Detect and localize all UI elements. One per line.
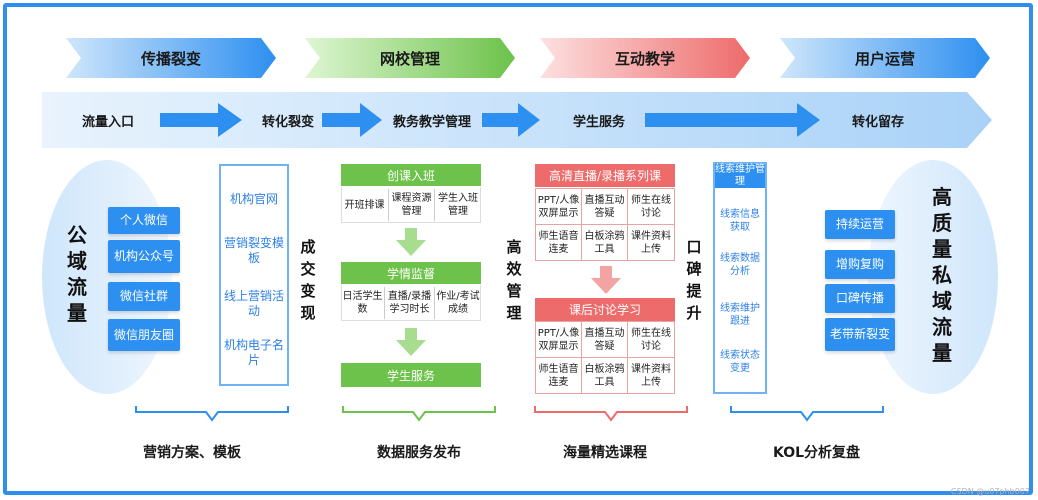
tool-online-campaign: 线上营销活动	[223, 289, 284, 318]
cell-course-resources: 课程资源管理	[389, 189, 435, 221]
grid1-cell-6: 课件资料上传	[627, 224, 675, 261]
brace-4	[730, 406, 884, 422]
grid1-cell-2: 直播互动答疑	[581, 188, 628, 225]
learning-monitor-header: 学情监督	[341, 262, 481, 284]
down-arrow-1	[396, 228, 426, 256]
channel-official-account: 机构公众号	[108, 240, 180, 273]
cell-study-time: 直播/录播学习时长	[385, 287, 435, 319]
stage-label-1: 传播裂变	[140, 49, 201, 68]
grid1-cell-1: PPT/人像双屏显示	[535, 188, 582, 225]
bottom-label-marketing: 营销方案、模板	[143, 445, 241, 461]
cell-scheduling: 开班排课	[341, 189, 389, 221]
cell-exam-scores: 作业/考试成绩	[436, 291, 480, 315]
reputation-title: 口碑提升	[686, 238, 702, 322]
brace-1	[135, 406, 289, 422]
outer-frame	[3, 3, 1033, 495]
stage-chevron-3: 互动教学	[540, 38, 750, 78]
lead-item-3: 线索维护跟进	[720, 303, 760, 327]
ops-continuous: 持续运营	[825, 210, 895, 239]
public-traffic-title: 公域流量	[67, 223, 87, 325]
create-class-row	[341, 187, 481, 223]
flow-arrow-4	[645, 103, 820, 137]
brace-3	[534, 406, 688, 422]
grid2-cell-6: 课件资料上传	[627, 357, 675, 394]
grid2-cell-5: 白板涂鸦工具	[581, 357, 628, 394]
flow-label-3: 教务教学管理	[393, 115, 472, 130]
stage-label-3: 互动教学	[614, 49, 675, 68]
lead-item-1: 线索信息获取	[720, 209, 760, 233]
flow-arrow-3	[482, 103, 540, 137]
lead-item-2: 线索数据分析	[720, 253, 760, 277]
cell-student-enroll: 学生入班管理	[438, 193, 478, 217]
down-arrow-3	[591, 266, 621, 294]
grid2-cell-3: 师生在线讨论	[627, 321, 675, 358]
efficient-management-title: 高效管理	[506, 238, 522, 322]
grid2-cell-2: 直播互动答疑	[581, 321, 628, 358]
conversion-side-title: 成交变现	[300, 238, 316, 322]
grid1-cell-4: 师生语音连麦	[535, 224, 582, 261]
cell-daily-active: 日活学生数	[341, 287, 385, 319]
grid1-cell-3: 师生在线讨论	[627, 188, 675, 225]
live-course-header: 高清直播/录播系列课	[535, 164, 675, 187]
marketing-tools-box	[219, 164, 289, 386]
ops-repurchase: 增购复购	[825, 250, 895, 279]
bottom-label-courses: 海量精选课程	[563, 445, 647, 461]
bottom-label-data-service: 数据服务发布	[377, 445, 461, 461]
flow-label-4: 学生服务	[573, 115, 626, 130]
stage-label-4: 用户运营	[854, 49, 915, 68]
lead-panel	[713, 162, 767, 394]
public-traffic-ellipse	[42, 160, 172, 394]
ops-word-of-mouth: 口碑传播	[825, 284, 895, 313]
grid2-cell-4: 师生语音连麦	[535, 357, 582, 394]
channel-personal-wechat: 个人微信	[108, 207, 180, 234]
student-service-header: 学生服务	[341, 363, 481, 387]
stage-chevron-4: 用户运营	[780, 38, 990, 78]
flow-arrow-1	[160, 103, 242, 137]
tool-digital-card: 机构电子名片	[223, 338, 284, 367]
channel-wechat-group: 微信社群	[108, 282, 180, 311]
flow-arrow-2	[322, 103, 382, 137]
flow-label-2: 转化裂变	[262, 115, 315, 130]
learning-monitor-row	[341, 285, 481, 321]
lead-panel-header: 线索维护管理	[715, 164, 765, 188]
grid2-cell-1: PPT/人像双屏显示	[535, 321, 582, 358]
ops-referral: 老带新裂变	[825, 318, 895, 351]
stage-chevron-2: 网校管理	[305, 38, 515, 78]
lead-item-4: 线索状态变更	[720, 350, 760, 374]
bottom-label-kol: KOL分析复盘	[773, 445, 861, 461]
down-arrow-2	[396, 328, 426, 356]
flow-label-5: 转化留存	[852, 115, 905, 130]
tool-website: 机构官网	[229, 192, 278, 206]
stage-chevron-1: 传播裂变	[66, 38, 276, 78]
stage-label-2: 网校管理	[379, 49, 440, 68]
grid1-cell-5: 白板涂鸦工具	[581, 224, 628, 261]
brace-2	[342, 406, 496, 422]
tool-referral-template: 营销裂变模板	[223, 236, 284, 265]
channel-moments: 微信朋友圈	[108, 319, 180, 351]
flow-label-1: 流量入口	[82, 115, 135, 130]
watermark: CSDN @u07phb007	[950, 487, 1030, 496]
after-class-header: 课后讨论学习	[535, 298, 675, 321]
create-class-header: 创课入班	[341, 164, 481, 186]
private-traffic-title: 高质量私域流量	[932, 185, 952, 365]
